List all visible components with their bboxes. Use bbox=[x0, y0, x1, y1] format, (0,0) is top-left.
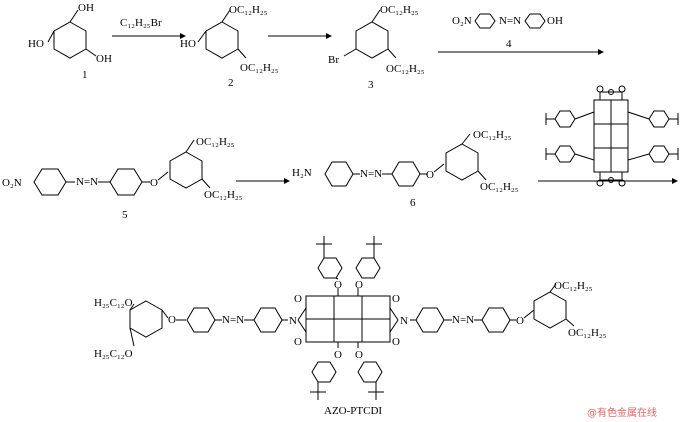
nitro-label: O₂N bbox=[452, 15, 472, 27]
benzene-ring bbox=[129, 300, 163, 338]
bay-ether-oxygen-label: O bbox=[355, 349, 363, 361]
compound-6: H₂N N=N O OC₁₂H₂₅ OC₁₂H₂₅ 6 bbox=[292, 129, 519, 209]
compound-number: 3 bbox=[368, 79, 374, 91]
compound-number: 4 bbox=[506, 38, 512, 50]
benzene-ring bbox=[391, 161, 421, 187]
hydroxyl-label: OH bbox=[547, 15, 563, 27]
left-imide-nitrogen-label: N bbox=[289, 315, 297, 327]
compound-3: OC₁₂H₂₅ OC₁₂H₂₅ Br 3 bbox=[328, 4, 425, 91]
carbonyl-oxygen-label: O bbox=[392, 336, 400, 348]
benzene-ring bbox=[169, 151, 203, 189]
compound-1: OH OH HO 1 bbox=[28, 2, 112, 81]
benzene-ring bbox=[186, 307, 216, 333]
dodecyloxy-bottom-label: OC₁₂H₂₅ bbox=[480, 181, 519, 193]
benzene-ring bbox=[524, 13, 546, 29]
carbonyl-oxygen-label: O bbox=[294, 293, 302, 305]
right-dodecyloxy-bottom-label: OC₁₂H₂₅ bbox=[568, 327, 607, 339]
amino-label: H₂N bbox=[292, 167, 312, 179]
benzene-ring bbox=[53, 21, 87, 59]
dodecyloxy-bottom-label: OC₁₂H₂₅ bbox=[204, 189, 243, 201]
ether-oxygen-label: O bbox=[150, 177, 158, 189]
right-imide-nitrogen-label: N bbox=[400, 315, 408, 327]
compound-number: 1 bbox=[82, 69, 88, 81]
hydroxymethyl-label: HO bbox=[180, 38, 196, 50]
ether-oxygen-label: O bbox=[426, 169, 434, 181]
azo-label: N=N bbox=[499, 15, 521, 27]
benzene-ring bbox=[533, 291, 567, 329]
bay-ether-oxygen-label: O bbox=[355, 279, 363, 291]
hydroxyl-bottom-label: OH bbox=[96, 53, 112, 65]
hydroxymethyl-label: HO bbox=[28, 38, 44, 50]
dodecyloxy-top-label: OC₁₂H₂₅ bbox=[229, 4, 268, 16]
compound-2: OC₁₂H₂₅ OC₁₂H₂₅ HO 2 bbox=[180, 4, 279, 89]
bay-ether-oxygen-label: O bbox=[334, 349, 342, 361]
benzene-ring bbox=[109, 168, 143, 196]
compound-number: 5 bbox=[122, 209, 128, 221]
azo-label: N=N bbox=[76, 176, 98, 188]
left-dodecyloxy-top-label: H₂₅C₁₂O bbox=[94, 297, 133, 309]
bromomethyl-label: Br bbox=[328, 54, 339, 66]
right-ether-oxygen-label: O bbox=[516, 315, 524, 327]
benzene-ring bbox=[445, 143, 479, 181]
nitro-label: O₂N bbox=[2, 177, 22, 189]
dodecyloxy-top-label: OC₁₂H₂₅ bbox=[380, 4, 419, 16]
dodecyloxy-top-label: OC₁₂H₂₅ bbox=[473, 129, 512, 141]
reaction-arrow-3: O₂N N=N OH 4 bbox=[438, 13, 604, 55]
benzene-ring bbox=[324, 161, 354, 187]
reaction-arrow-5 bbox=[538, 178, 678, 184]
carbonyl-oxygen-label: O bbox=[294, 336, 302, 348]
azo-ptcdi-product: H₂₅C₁₂O H₂₅C₁₂O O N=N N O O O O O O bbox=[94, 236, 607, 417]
right-dodecyloxy-top-label: OC₁₂H₂₅ bbox=[554, 280, 593, 292]
benzene-ring bbox=[205, 21, 239, 59]
reaction-arrow-4 bbox=[236, 178, 290, 184]
hydroxyl-top-label: OH bbox=[78, 2, 94, 14]
carbonyl-oxygen-label: O bbox=[392, 293, 400, 305]
product-name: AZO-PTCDI bbox=[324, 405, 382, 417]
benzene-ring bbox=[253, 307, 283, 333]
compound-5: O₂N N=N O OC₁₂H₂₅ OC₁₂H₂₅ 5 bbox=[2, 136, 243, 221]
reaction-arrow-1: C₁₂H₂₅Br bbox=[112, 17, 186, 39]
right-azo-label: N=N bbox=[452, 314, 474, 326]
dodecyloxy-bottom-label: OC₁₂H₂₅ bbox=[386, 63, 425, 75]
watermark: @有色金属在线 bbox=[587, 408, 657, 419]
benzene-ring bbox=[481, 307, 511, 333]
compound-number: 2 bbox=[228, 77, 234, 89]
benzene-ring bbox=[415, 307, 445, 333]
left-ether-oxygen-label: O bbox=[168, 314, 176, 326]
reagent-label: C₁₂H₂₅Br bbox=[120, 17, 162, 29]
dodecyloxy-top-label: OC₁₂H₂₅ bbox=[196, 136, 235, 148]
benzene-ring bbox=[474, 13, 496, 29]
benzene-ring bbox=[33, 168, 67, 196]
azo-label: N=N bbox=[360, 168, 382, 180]
compound-4: O₂N N=N OH 4 bbox=[452, 13, 563, 50]
left-azo-label: N=N bbox=[222, 314, 244, 326]
compound-number: 6 bbox=[410, 197, 416, 209]
left-dodecyloxy-bottom-label: H₂₅C₁₂O bbox=[94, 348, 133, 360]
ptcda-reagent-structure bbox=[545, 85, 679, 187]
benzene-ring bbox=[355, 21, 389, 59]
reaction-arrow-2 bbox=[268, 33, 332, 39]
dodecyloxy-bottom-label: OC₁₂H₂₅ bbox=[240, 62, 279, 74]
bay-ether-oxygen-label: O bbox=[334, 279, 342, 291]
